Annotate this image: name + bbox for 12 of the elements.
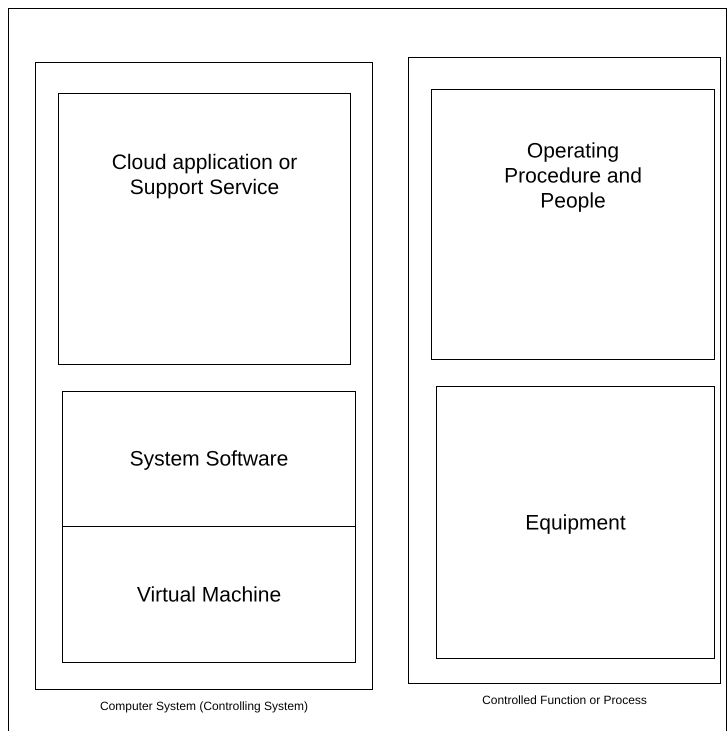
component-label: Cloud application or Support Service [110, 150, 298, 200]
panel-caption: Controlled Function or Process [481, 694, 648, 707]
component-box [62, 527, 356, 663]
panel-caption: Computer System (Controlling System) [98, 700, 310, 713]
component-box [431, 89, 715, 360]
component-label: Operating Procedure and People [503, 138, 643, 214]
component-box [58, 93, 351, 365]
component-box [436, 386, 715, 659]
component-label: Virtual Machine [136, 582, 282, 607]
component-label: System Software [128, 446, 290, 472]
component-box [62, 391, 356, 528]
component-label: Equipment [524, 510, 627, 535]
